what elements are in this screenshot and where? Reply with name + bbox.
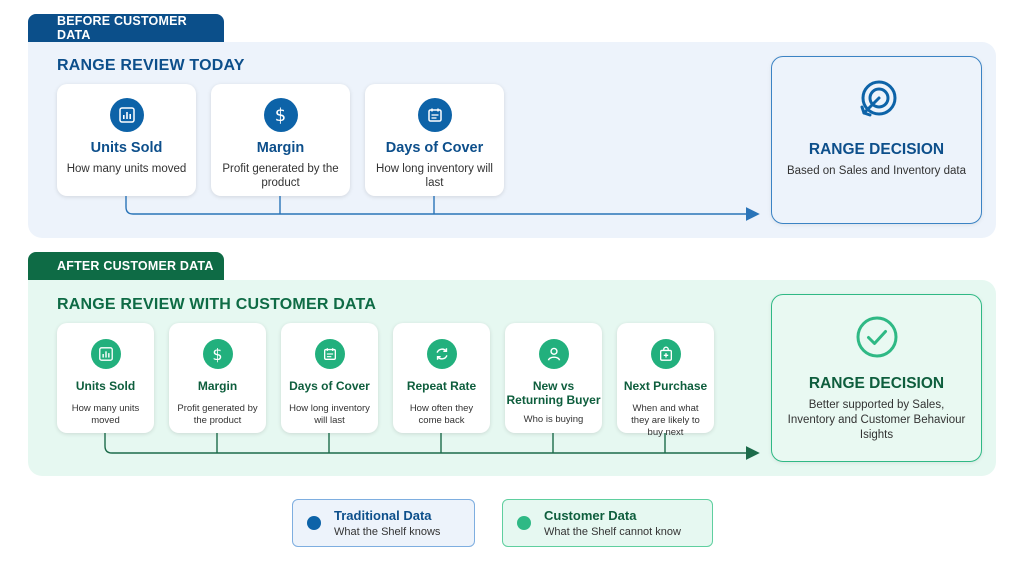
card-label: Margin	[256, 140, 305, 156]
decision-desc: Based on Sales and Inventory data	[786, 165, 966, 177]
card-desc: Profit generated by the product	[177, 403, 258, 426]
after-card-days-of-cover: Days of Cover How long inventory will la…	[281, 323, 378, 433]
decision-title: RANGE DECISION	[808, 141, 945, 158]
user-icon	[538, 339, 569, 369]
card-label: Repeat Rate	[406, 379, 477, 393]
refresh-icon	[426, 339, 457, 369]
card-desc: How often they come back	[409, 403, 474, 426]
after-section-title: RANGE REVIEW WITH CUSTOMER DATA	[57, 296, 377, 313]
after-card-new-vs-returning: New vs Returning Buyer Who is buying	[505, 323, 602, 433]
shopping-bag-icon	[650, 339, 681, 369]
card-desc: Profit generated by the product	[222, 163, 339, 190]
before-card-units-sold: Units Sold How many units moved	[57, 84, 196, 196]
legend-title: Traditional Data	[334, 508, 432, 523]
decision-desc: Better supported by Sales, Inventory and…	[787, 399, 966, 441]
legend-desc: What the Shelf cannot know	[544, 526, 681, 538]
card-desc: How long inventory will last	[376, 163, 493, 190]
card-label: Units Sold	[75, 379, 136, 393]
legend-dot	[517, 516, 531, 530]
after-range-decision: RANGE DECISION Better supported by Sales…	[771, 294, 982, 462]
decision-title: RANGE DECISION	[808, 375, 945, 392]
calendar-icon	[314, 339, 345, 369]
bar-chart-icon	[90, 339, 121, 369]
target-icon	[854, 77, 900, 128]
before-card-days-of-cover: Days of Cover How long inventory will la…	[365, 84, 504, 196]
bar-chart-icon	[109, 98, 144, 132]
before-section-title: RANGE REVIEW TODAY	[57, 57, 245, 74]
after-card-margin: $ Margin Profit generated by the product	[169, 323, 266, 433]
after-card-next-purchase: Next Purchase When and what they are lik…	[617, 323, 714, 438]
card-desc: Who is buying	[523, 414, 584, 425]
card-label: Units Sold	[90, 140, 163, 156]
card-label: Days of Cover	[385, 140, 484, 156]
card-label: New vs Returning Buyer	[506, 379, 601, 408]
card-label: Days of Cover	[289, 379, 370, 393]
before-tab: BEFORE CUSTOMER DATA	[28, 14, 224, 42]
card-label: Next Purchase	[623, 379, 708, 393]
after-card-repeat-rate: Repeat Rate How often they come back	[393, 323, 490, 433]
legend-dot	[307, 516, 321, 530]
before-card-margin: $ Margin Profit generated by the product	[211, 84, 350, 196]
card-desc: How many units moved	[66, 163, 187, 175]
legend-customer-data: Customer Data What the Shelf cannot know	[502, 499, 713, 547]
calendar-icon	[417, 98, 452, 132]
before-range-decision: RANGE DECISION Based on Sales and Invent…	[771, 56, 982, 224]
card-desc: How long inventory will last	[289, 403, 370, 426]
legend-desc: What the Shelf knows	[334, 526, 441, 538]
check-circle-icon	[855, 315, 899, 364]
legend-traditional-data: Traditional Data What the Shelf knows	[292, 499, 475, 547]
card-desc: How many units moved	[71, 403, 140, 426]
card-desc: When and what they are likely to buy nex…	[631, 403, 700, 438]
card-label: Margin	[197, 379, 238, 393]
legend-title: Customer Data	[544, 508, 637, 523]
after-card-units-sold: Units Sold How many units moved	[57, 323, 154, 433]
dollar-icon: $	[263, 98, 298, 132]
after-tab: AFTER CUSTOMER DATA	[28, 252, 224, 280]
dollar-icon: $	[202, 339, 233, 369]
